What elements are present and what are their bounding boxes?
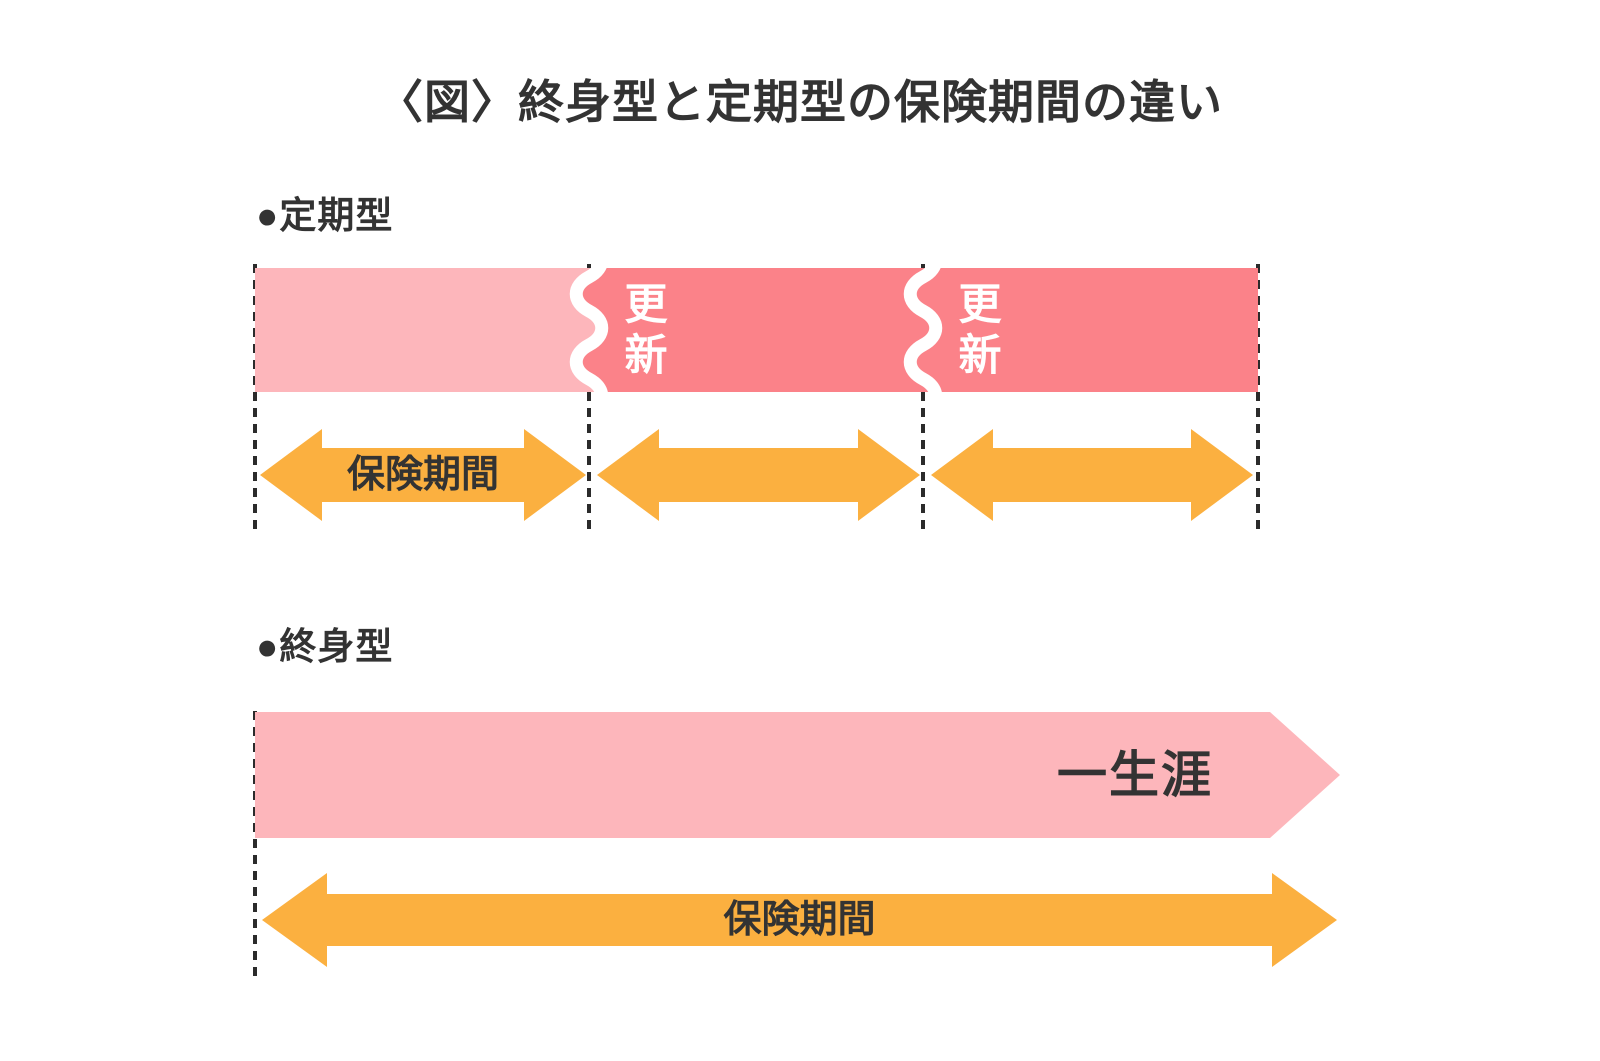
figure-title: 〈図〉終身型と定期型の保険期間の違い	[377, 76, 1223, 128]
lifetime-label: 一生涯	[1057, 747, 1213, 803]
wholelife-period-arrow	[262, 873, 1337, 967]
wholelife-period-arrow-label: 保険期間	[723, 899, 876, 941]
renewal-label-2: 更新	[952, 281, 1000, 383]
renewal-label-1: 更新	[618, 281, 666, 383]
term-boundary-dotted-line-start	[253, 264, 257, 533]
double-arrow-shape	[597, 429, 920, 521]
term-period-arrow-label: 保険期間	[346, 454, 499, 496]
term-section-label: ●定期型	[256, 195, 394, 236]
term-period-arrow-3	[931, 429, 1253, 521]
double-arrow-shape	[262, 873, 1337, 967]
term-boundary-dotted-line-renewal-2	[921, 264, 925, 533]
term-renewed-period-segment	[576, 268, 1258, 392]
renewal-divider-wave-1	[569, 268, 609, 392]
double-arrow-shape	[931, 429, 1253, 521]
double-arrow-shape	[260, 429, 586, 521]
term-period-arrow-2	[597, 429, 920, 521]
right-arrow-shape	[255, 712, 1340, 838]
term-period-arrow-1	[260, 429, 586, 521]
wholelife-section-label: ●終身型	[256, 626, 394, 667]
renewal-divider-wave-2	[903, 268, 943, 392]
wholelife-start-dotted-line	[253, 711, 257, 978]
term-coverage-bar	[255, 268, 1258, 392]
term-boundary-dotted-line-renewal-1	[587, 264, 591, 533]
wholelife-coverage-arrow	[255, 712, 1340, 838]
term-boundary-dotted-line-end	[1256, 264, 1260, 533]
